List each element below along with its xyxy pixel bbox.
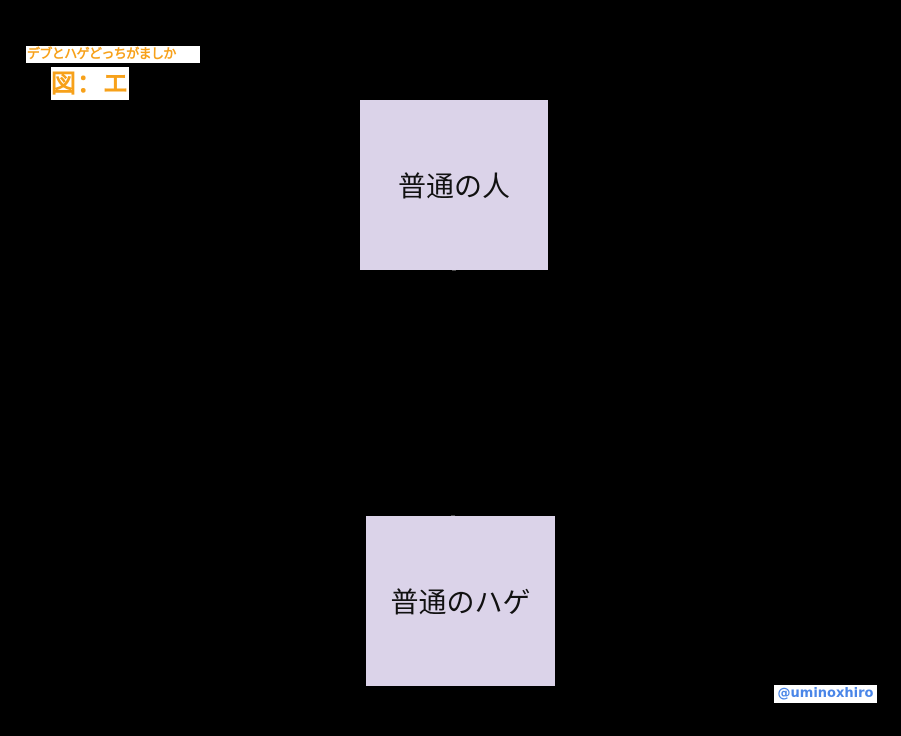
author-credit: @uminoxhiro bbox=[774, 685, 877, 703]
node-label: 普通のハゲ bbox=[390, 586, 531, 619]
figure-label: 図：エ bbox=[51, 67, 130, 100]
node-label: 普通の人 bbox=[397, 170, 510, 203]
node-normal-bald: 普通のハゲ bbox=[366, 516, 555, 686]
connector-endpoint-top bbox=[452, 269, 456, 271]
series-title: デブとハゲどっちがましか bbox=[26, 46, 200, 63]
connector-line bbox=[453, 270, 455, 516]
node-normal-person: 普通の人 bbox=[360, 100, 548, 270]
